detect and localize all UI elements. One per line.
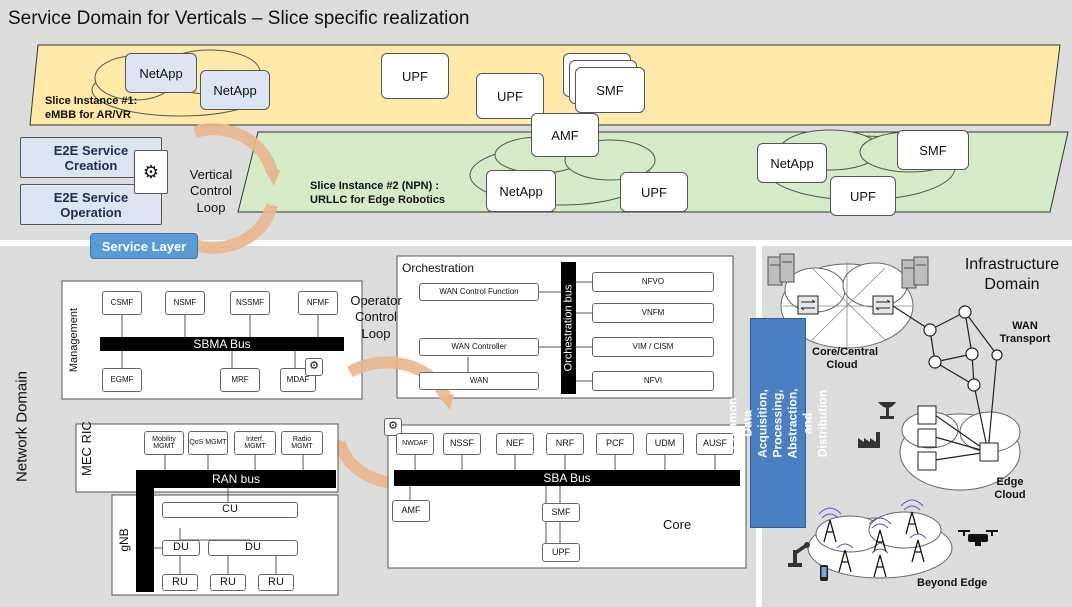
phone-icon (820, 565, 828, 581)
service-layer-badge[interactable]: Service Layer (90, 233, 198, 259)
nwdaf-box[interactable]: NWDAF (396, 433, 434, 455)
slice1-label-line2: eMBB for AR/VR (45, 109, 131, 121)
ran-bus: RAN bus (136, 470, 336, 488)
gnb-label: gNB (117, 528, 131, 552)
ru-box-2[interactable]: RU (210, 574, 246, 591)
cell-tower-icons (823, 511, 925, 578)
nfvi-box[interactable]: NFVI (592, 371, 714, 391)
nef-box[interactable]: NEF (496, 433, 534, 455)
nsmf-box[interactable]: NSMF (165, 291, 205, 315)
orchestration-title: Orchestration (402, 261, 475, 275)
ausf-box[interactable]: AUSF (696, 433, 734, 455)
mec-ric-label: MEC RIC (79, 421, 120, 476)
qos-mgmt-box[interactable]: QoS MGMT (188, 431, 228, 455)
slice1-netapp-b[interactable]: NetApp (200, 70, 270, 110)
wan-control-function-box[interactable]: WAN Control Function (419, 283, 539, 301)
slice1-amf[interactable]: AMF (531, 113, 599, 157)
network-domain-title: Network Domain (13, 371, 31, 482)
factory-icon (858, 432, 880, 448)
cu-box[interactable]: CU (162, 502, 298, 518)
wan-transport-label: WAN Transport (999, 320, 1051, 345)
csmf-box[interactable]: CSMF (102, 291, 142, 315)
vnfm-box[interactable]: VNFM (592, 303, 714, 323)
core-amf-box[interactable]: AMF (392, 500, 430, 522)
satellite-dish-icon (878, 402, 896, 419)
core-upf-box[interactable]: UPF (542, 543, 580, 562)
nfmf-box[interactable]: NFMF (298, 291, 338, 315)
ran-bus-vertical (136, 488, 154, 592)
common-data-bar: Common Data Acquisition, Processing, Abs… (726, 318, 830, 528)
core-smf-box[interactable]: SMF (542, 503, 580, 522)
interf-mgmt-box[interactable]: Interf. MGMT (234, 431, 276, 455)
pcf-box[interactable]: PCF (596, 433, 634, 455)
nssf-box[interactable]: NSSF (443, 433, 481, 455)
core-title: Core (663, 517, 692, 532)
vertical-loop-upper-head (266, 170, 280, 186)
ru-box-3[interactable]: RU (258, 574, 294, 591)
vertical-loop-lower-arrow (193, 203, 278, 254)
management-title: Management (68, 307, 80, 373)
mdaf-ai-icon: ⚙ (305, 358, 323, 376)
nrf-box[interactable]: NRF (546, 433, 584, 455)
wan-box[interactable]: WAN (419, 372, 539, 390)
vertical-loop-upper-arrow (193, 123, 278, 174)
core-central-cloud-label: Core/Central Cloud (812, 346, 879, 371)
robot-arm-icon (788, 542, 810, 567)
nfvo-box[interactable]: NFVO (592, 272, 714, 292)
operator-control-loop-label: Operator Control Loop (350, 293, 402, 341)
slice2-upf-a[interactable]: UPF (620, 172, 688, 212)
vim-cism-box[interactable]: VIM / CISM (592, 337, 714, 357)
server-rack-icon (767, 253, 795, 286)
operator-loop-upper-head (440, 394, 454, 410)
orchestration-bus: Orchestration bus (561, 262, 576, 394)
sba-bus: SBA Bus (394, 470, 740, 486)
du-box-1[interactable]: DU (162, 540, 200, 556)
ai-head-icon: ⚙ (134, 150, 168, 194)
service-network-separator (0, 240, 1072, 246)
slice1-netapp-a[interactable]: NetApp (125, 53, 197, 93)
slice1-label-line1: Slice Instance #1: (45, 95, 138, 107)
ru-box-1[interactable]: RU (162, 574, 198, 591)
slice2-upf-b[interactable]: UPF (830, 176, 896, 216)
radio-mgmt-box[interactable]: Radio MGMT (281, 431, 323, 455)
slice2-netapp-b[interactable]: NetApp (757, 143, 827, 183)
udm-box[interactable]: UDM (646, 433, 684, 455)
server-rack-icon (901, 256, 929, 289)
wan-controller-box[interactable]: WAN Controller (419, 338, 539, 356)
beyond-edge-label: Beyond Edge (917, 577, 988, 589)
drone-icon (958, 530, 998, 546)
slice1-smf[interactable]: SMF (575, 67, 645, 113)
slice1-upf-a[interactable]: UPF (381, 53, 449, 99)
service-domain-title: Service Domain for Verticals – Slice spe… (8, 8, 470, 29)
switch-icon (872, 295, 894, 315)
infrastructure-network (767, 253, 1021, 581)
switch-icon (797, 295, 819, 315)
slice2-label-line1: Slice Instance #2 (NPN) : (310, 180, 439, 192)
nwdaf-ai-icon: ⚙ (384, 418, 402, 436)
radio-wave-marks (818, 499, 927, 554)
slice2-smf[interactable]: SMF (897, 130, 969, 170)
slice2-netapp-a[interactable]: NetApp (486, 170, 556, 212)
slice1-upf-b[interactable]: UPF (476, 73, 544, 119)
mrf-box[interactable]: MRF (220, 368, 260, 392)
slice-1-plane (29, 44, 1061, 126)
sbma-bus: SBMA Bus (100, 337, 344, 351)
du-box-2[interactable]: DU (208, 540, 298, 556)
vertical-control-loop-label: Vertical Control Loop (189, 167, 233, 215)
mec-ric-text: MEC RIC (79, 421, 94, 476)
infrastructure-domain-title: Infrastructure Domain (964, 256, 1060, 293)
orchestration-bus-label: Orchestration bus (562, 284, 575, 372)
slice2-label-line2: URLLC for Edge Robotics (310, 194, 446, 206)
edge-cloud-label: Edge Cloud (994, 476, 1026, 501)
mobility-mgmt-box[interactable]: Mobility MGMT (144, 431, 184, 455)
egmf-box[interactable]: EGMF (102, 368, 142, 392)
nssmf-box[interactable]: NSSMF (230, 291, 270, 315)
common-data-label: Common Data Acquisition, Processing, Abs… (725, 387, 830, 458)
